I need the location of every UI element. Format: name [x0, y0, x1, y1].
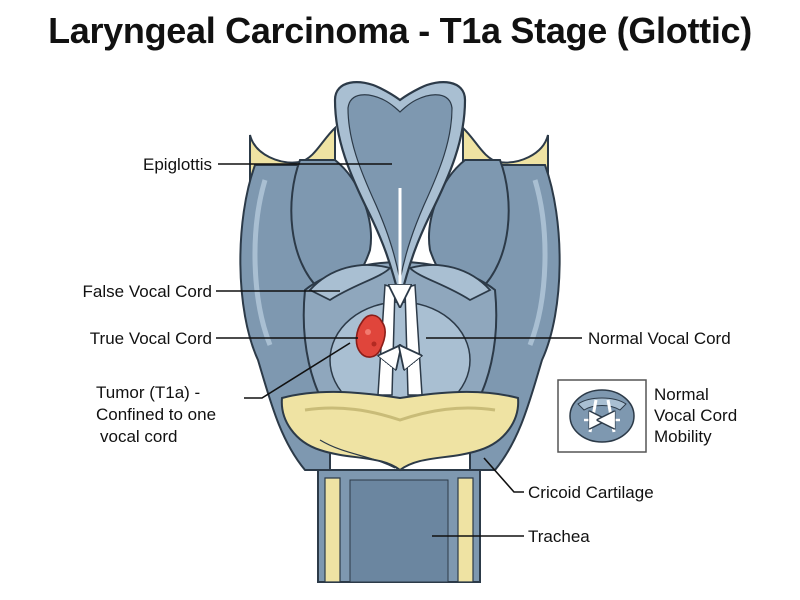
leader-lines — [216, 163, 582, 537]
label-trachea: Trachea — [528, 527, 590, 546]
label-tumor-line-2: Confined to one — [96, 405, 216, 424]
label-normal-vocal-cord: Normal Vocal Cord — [588, 329, 731, 348]
label-cricoid-cartilage: Cricoid Cartilage — [528, 483, 654, 502]
label-tumor-line-3: vocal cord — [100, 427, 177, 446]
label-epiglottis: Epiglottis — [143, 155, 212, 174]
label-normal-mobility-line-2: Vocal Cord — [654, 406, 737, 425]
label-tumor-line-1: Tumor (T1a) - — [96, 383, 200, 402]
diagram-title: Laryngeal Carcinoma - T1a Stage (Glottic… — [48, 10, 752, 51]
label-true-vocal-cord: True Vocal Cord — [90, 329, 212, 348]
label-false-vocal-cord: False Vocal Cord — [83, 282, 212, 301]
label-normal-mobility-line-1: Normal — [654, 385, 709, 404]
trachea — [317, 469, 481, 583]
label-normal-mobility-line-3: Mobility — [654, 427, 712, 446]
aryepiglottic-folds — [290, 159, 510, 294]
normal-mobility-inset — [557, 379, 647, 453]
airflow-arrows — [383, 188, 416, 395]
cricoid-cartilage — [280, 390, 520, 472]
